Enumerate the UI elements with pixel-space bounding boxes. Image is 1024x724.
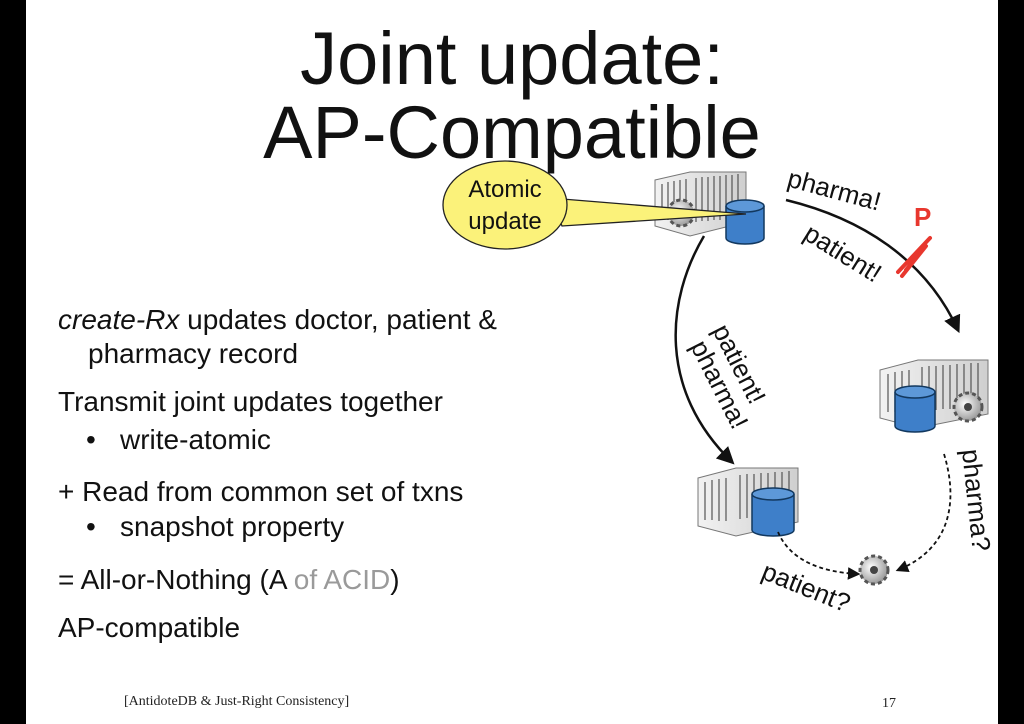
all-or-nothing-pre: = All-or-Nothing (A: [58, 564, 294, 595]
atomic-update-callout: [442, 160, 568, 250]
replication-diagram: P Atomic update pharma! patient! patient…: [442, 160, 997, 618]
all-or-nothing-post: ): [390, 564, 400, 595]
callout-line-1: Atomic: [468, 176, 541, 203]
server-bottom: [697, 467, 799, 537]
body-pharmacy-record: pharmacy record: [88, 338, 299, 369]
database-icon: [751, 487, 795, 537]
label-patient-query: patient?: [758, 556, 855, 618]
arrow-top-bottom: [674, 235, 735, 465]
callout-line-2: update: [468, 208, 541, 235]
database-icon: [725, 199, 765, 245]
arrow-pharma-query: [895, 453, 952, 573]
server-right: [879, 359, 989, 433]
footer-citation: [AntidoteDB & Just-Right Consistency]: [124, 694, 350, 709]
server-top: [654, 171, 765, 245]
label-pharma-bang: pharma!: [784, 163, 884, 217]
arrow-pharma-top-right: [785, 198, 961, 334]
bullet-snapshot-text: snapshot property: [120, 511, 345, 542]
body-ap-compatible: AP-compatible: [58, 612, 241, 643]
create-rx-term: create-Rx: [58, 304, 180, 335]
bullet-write-atomic: •write-atomic: [86, 424, 271, 455]
gear-icon: [952, 391, 984, 423]
bullet-write-atomic-text: write-atomic: [120, 424, 271, 455]
partition-break-icon: [896, 236, 932, 278]
label-pharma-query: pharma?: [956, 447, 997, 552]
arrow-patient-query: [777, 531, 861, 580]
bullet-snapshot: •snapshot property: [86, 511, 345, 542]
body-create-rx: create-Rx updates doctor, patient &: [58, 304, 497, 336]
database-icon: [894, 385, 936, 433]
body-read: + Read from common set of txns: [58, 476, 464, 507]
page-number: 17: [882, 696, 896, 711]
partition-mark: P: [914, 202, 931, 232]
body-transmit: Transmit joint updates together: [58, 386, 443, 417]
client-gear-icon: [858, 554, 890, 586]
title-line-1: Joint update:: [300, 17, 724, 100]
all-or-nothing-acid: of ACID: [293, 564, 391, 595]
create-rx-rest: updates doctor, patient &: [179, 304, 497, 335]
slide: Joint update: AP-Compatible create-Rx up…: [26, 0, 998, 724]
label-patient-bang: patient!: [799, 218, 887, 289]
title-line-2: AP-Compatible: [263, 91, 761, 174]
body-all-or-nothing: = All-or-Nothing (A of ACID): [58, 564, 400, 596]
